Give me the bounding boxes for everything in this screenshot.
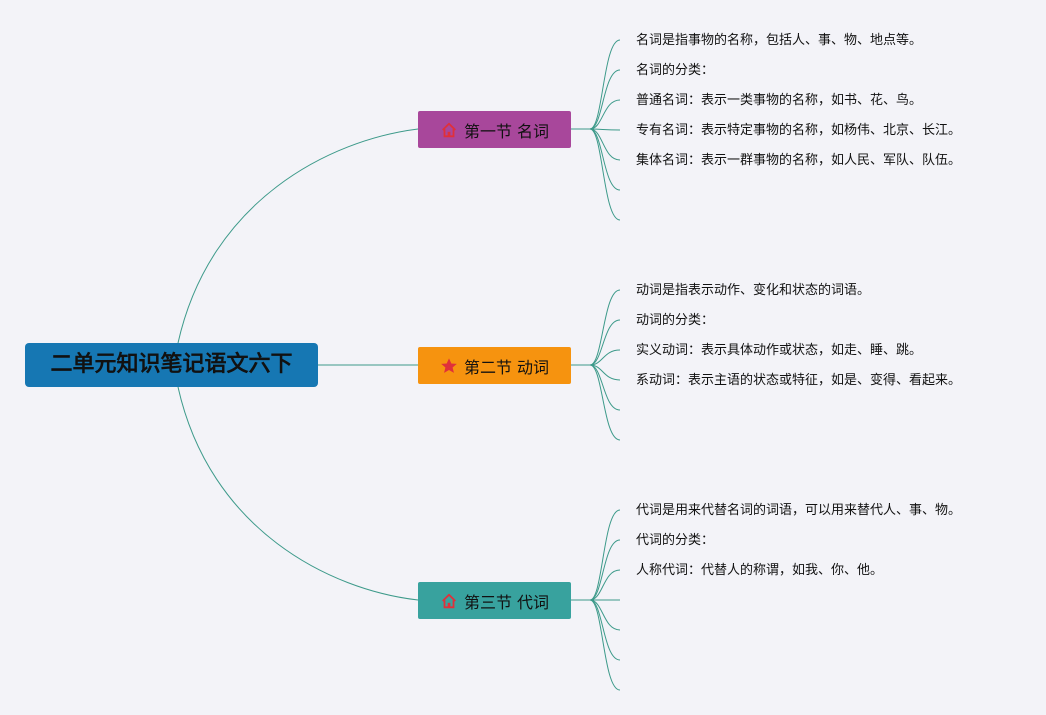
connector-leaf: [589, 69, 621, 130]
leaf-item[interactable]: 集体名词：表示一群事物的名称，如人民、军队、队伍。: [636, 153, 962, 168]
leaf-item[interactable]: 动词的分类：: [636, 313, 715, 328]
star-icon: [440, 357, 458, 375]
house-icon: [440, 121, 458, 139]
connector-leaf: [589, 599, 621, 691]
connector-root-topic-1: [177, 128, 419, 344]
leaf-item[interactable]: 名词的分类：: [636, 63, 715, 78]
connector-leaf: [589, 128, 621, 191]
connector-leaf: [589, 569, 621, 601]
leaf-item[interactable]: 实义动词：表示具体动作或状态，如走、睡、跳。: [636, 343, 923, 358]
topic-label: 第三节 代词: [463, 592, 550, 612]
topic-node-verbs[interactable]: 第二节 动词: [418, 347, 571, 384]
leaf-item[interactable]: 系动词：表示主语的状态或特征，如是、变得、看起来。: [636, 373, 962, 388]
leaf-item[interactable]: 动词是指表示动作、变化和状态的词语。: [636, 283, 871, 298]
connector-leaf: [589, 364, 621, 441]
root-node[interactable]: 二单元知识笔记语文六下: [25, 343, 318, 387]
topic-node-pronouns[interactable]: 第三节 代词: [418, 582, 571, 619]
connector-leaf: [589, 364, 621, 411]
leaf-item[interactable]: 普通名词：表示一类事物的名称，如书、花、鸟。: [636, 93, 923, 108]
leaf-item[interactable]: 人称代词：代替人的称谓，如我、你、他。: [636, 563, 884, 578]
connector-leaf: [589, 39, 621, 130]
leaf-item[interactable]: 名词是指事物的名称，包括人、事、物、地点等。: [636, 33, 923, 48]
topic-node-nouns[interactable]: 第一节 名词: [418, 111, 571, 148]
connector-leaf: [589, 289, 621, 366]
connector-leaf: [589, 319, 621, 366]
connector-leaf: [589, 99, 621, 130]
leaf-item[interactable]: 代词的分类：: [636, 533, 715, 548]
connector-leaf: [589, 539, 621, 601]
connector-leaf: [589, 349, 621, 366]
connector-leaf: [589, 599, 621, 661]
leaf-item[interactable]: 专有名词：表示特定事物的名称，如杨伟、北京、长江。: [636, 123, 962, 138]
connector-leaf: [589, 509, 621, 601]
leaf-item[interactable]: 代词是用来代替名词的词语，可以用来替代人、事、物。: [636, 503, 962, 518]
connector-leaf: [589, 128, 621, 131]
topic-label: 第一节 名词: [463, 121, 550, 141]
connector-root-topic-3: [177, 386, 419, 601]
connector-leaf: [589, 128, 621, 221]
topic-label: 第二节 动词: [463, 357, 550, 377]
house-icon: [440, 592, 458, 610]
